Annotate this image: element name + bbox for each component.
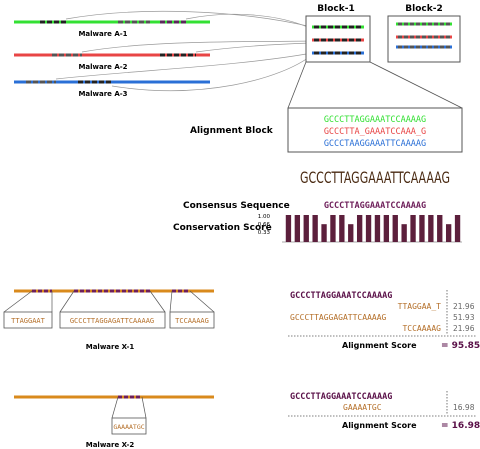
conservation-tick-3: 0.33 xyxy=(258,230,271,236)
conservation-bar-3 xyxy=(303,215,309,242)
conservation-bar-13 xyxy=(392,215,398,242)
conservation-bar-12 xyxy=(383,215,390,242)
consensus-sequence: GCCCTTAGGAAATCCAAAAG xyxy=(324,201,426,211)
conservation-bar-15 xyxy=(410,215,416,242)
x1-row-3: TCCAAAAG xyxy=(402,324,441,333)
malware-x-2-fragment-leaders xyxy=(111,396,147,419)
block-2-rows xyxy=(396,22,452,49)
malware-x-1-fragment-2-box xyxy=(59,311,166,329)
conservation-bar-16 xyxy=(419,215,425,242)
conservation-bar-9 xyxy=(356,215,363,242)
malware-a-2-label: Malware A-2 xyxy=(78,63,127,71)
x1-score-label: Alignment Score xyxy=(342,341,417,350)
conservation-bar-5 xyxy=(321,224,327,242)
conservation-tick-2: 0.66 xyxy=(258,222,271,228)
conservation-bar-20 xyxy=(454,215,461,242)
conservation-bar-1 xyxy=(285,215,292,242)
malware-x-2-label: Malware X-2 xyxy=(86,441,135,449)
genome-to-block-connectors xyxy=(55,10,313,91)
block-1-rows xyxy=(312,25,364,55)
malware-x-1-label: Malware X-1 xyxy=(86,343,135,351)
x1-row-3-score: 21.96 xyxy=(453,324,475,333)
conservation-tick-1: 1.00 xyxy=(258,214,271,220)
malware-x-1-fragment-3-box xyxy=(169,311,215,329)
block-2-title: Block-2 xyxy=(405,4,442,14)
conservation-bars xyxy=(285,215,461,242)
x2-score-label: Alignment Score xyxy=(342,421,417,430)
malware-x-2-fragment-1-box xyxy=(111,417,147,435)
x1-row-1: TTAGGAA_T xyxy=(398,302,442,311)
conservation-score-label: Conservation Score xyxy=(173,223,272,233)
conservation-bar-7 xyxy=(339,215,345,242)
zoom-line-right xyxy=(369,61,463,109)
malware-x-1-fragment-3: TCCAAAAG xyxy=(175,317,209,325)
conservation-bar-4 xyxy=(312,215,318,242)
x2-row-1: GAAAATGC xyxy=(343,403,382,412)
malware-x-1-fragment-2: GCCCTTAGGAGATTCAAAAG xyxy=(70,317,154,325)
malware-x-1-fragment-1: TTAGGAAT xyxy=(11,317,46,325)
x2-total-score: = 16.98 xyxy=(441,421,480,431)
malware-a-3-label: Malware A-3 xyxy=(78,90,127,98)
x2-consensus: GCCCTTAGGAAATCCAAAAG xyxy=(290,392,392,402)
x2-row-1-score: 16.98 xyxy=(453,403,475,412)
alignment-block-title: Alignment Block xyxy=(190,126,274,136)
block-1-title: Block-1 xyxy=(317,4,354,14)
conservation-bar-10 xyxy=(365,215,372,242)
alignment-row-3: GCCCTAAGGAAATTCAAAAG xyxy=(324,139,426,149)
x1-consensus: GCCCTTAGGAAATCCAAAAG xyxy=(290,291,392,301)
alignment-block-box xyxy=(287,107,463,153)
sequence-logo: GCCCTTAGGAAATTCAAAAG xyxy=(300,168,450,187)
x1-total-score: = 95.85 xyxy=(441,341,480,351)
zoom-line-left xyxy=(287,61,307,109)
conservation-bar-18 xyxy=(437,215,443,242)
conservation-bar-19 xyxy=(445,224,452,242)
conservation-bar-8 xyxy=(348,224,354,242)
conservation-bar-17 xyxy=(428,215,434,242)
alignment-row-1: GCCCTTAGGAAATCCAAAAG xyxy=(324,115,426,125)
malware-x-2-fragment-1: GAAAATGC xyxy=(113,423,144,431)
x1-row-2-score: 51.93 xyxy=(453,313,475,322)
malware-x-1-fragment-1-box xyxy=(3,311,53,329)
alignment-row-2: GCCCTTA_GAAATCCAAA_G xyxy=(324,127,426,137)
conservation-bar-14 xyxy=(401,224,407,242)
malware-x-1-fragment-leaders xyxy=(3,290,215,313)
conservation-bar-2 xyxy=(294,215,301,242)
x1-row-1-score: 21.96 xyxy=(453,302,475,311)
conservation-bar-11 xyxy=(374,215,381,242)
conservation-bar-6 xyxy=(330,215,336,242)
consensus-sequence-label: Consensus Sequence xyxy=(183,201,290,211)
x1-row-2: GCCCTTAGGAGATTCAAAAG xyxy=(290,313,387,322)
malware-a-1-label: Malware A-1 xyxy=(78,30,127,38)
